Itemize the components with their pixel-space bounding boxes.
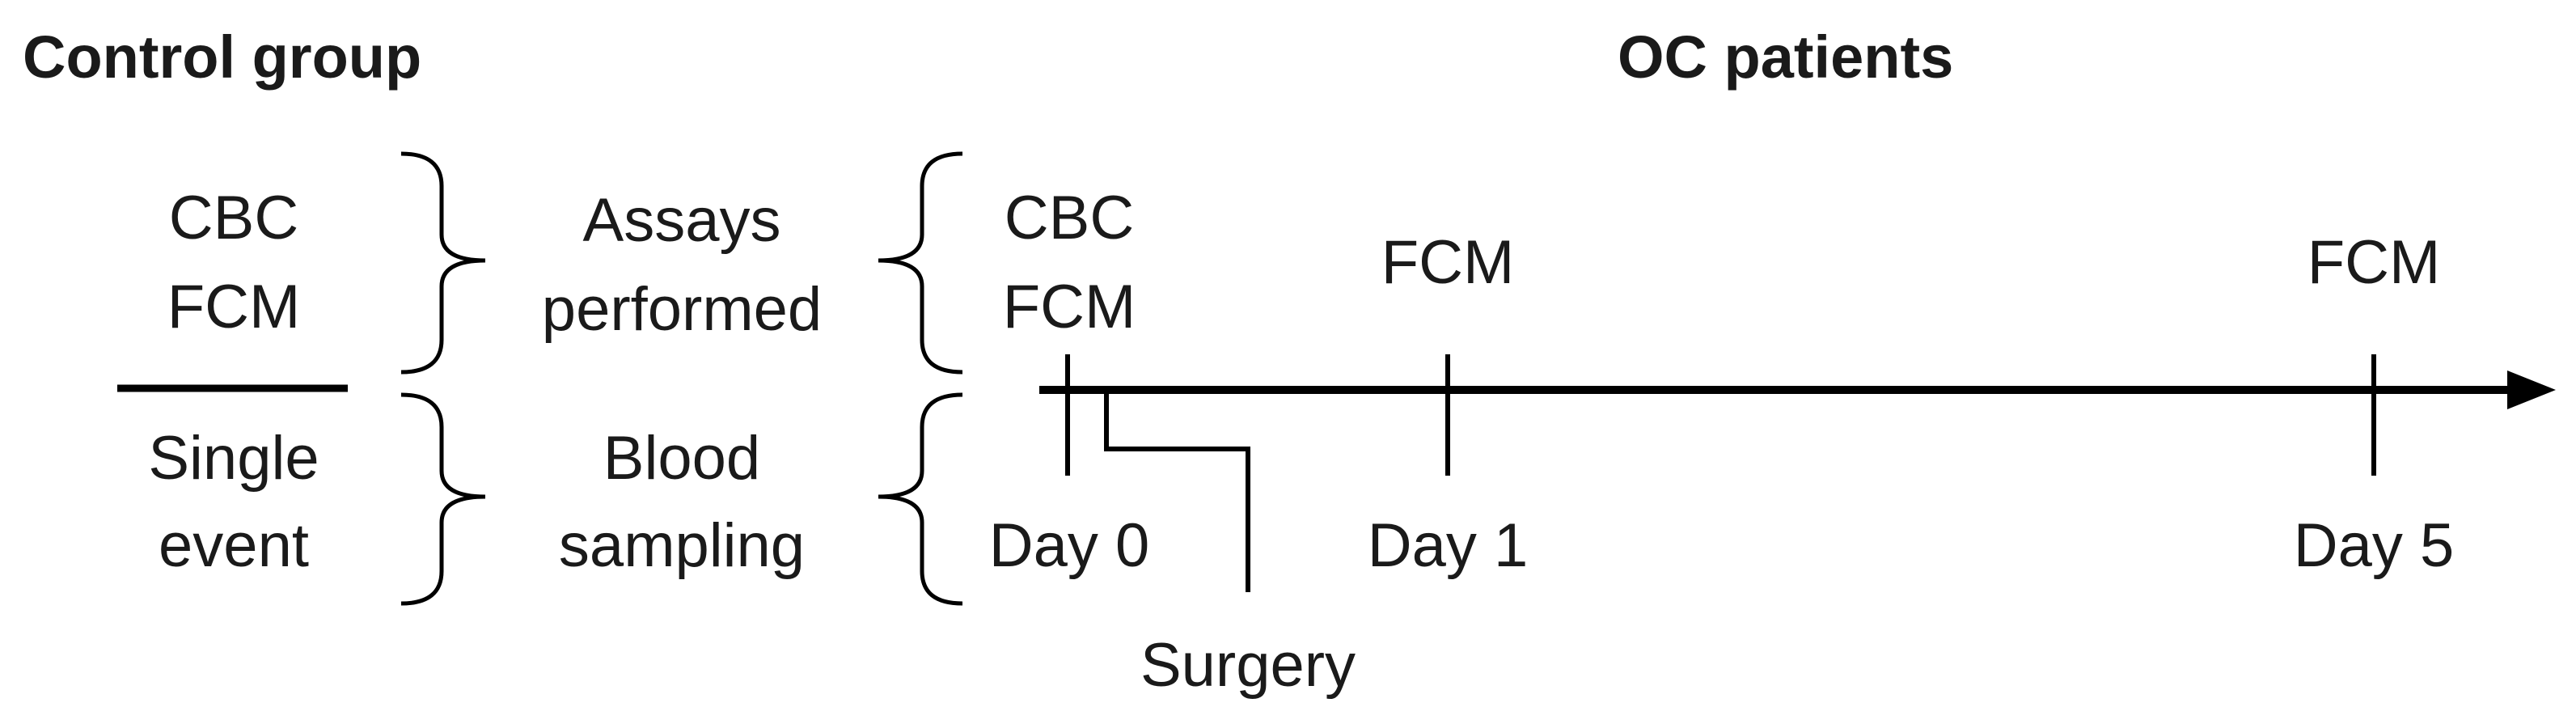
- sampling-label-line2: sampling: [559, 511, 805, 580]
- surgery-label: Surgery: [1140, 631, 1356, 700]
- assays-label-line1: Assays: [583, 186, 781, 255]
- control-sampling-single: Single: [148, 424, 319, 493]
- control-assay-cbc: CBC: [169, 184, 298, 252]
- control-assay-fcm: FCM: [167, 273, 301, 341]
- day0-label: Day 0: [989, 511, 1150, 580]
- timeline-arrowhead: [2507, 370, 2556, 409]
- control-sampling-brace: [400, 392, 486, 606]
- day5-label: Day 5: [2294, 511, 2455, 580]
- control-sampling-event: event: [159, 511, 309, 580]
- control-group-heading: Control group: [23, 23, 421, 91]
- day0-assay-cbc: CBC: [1005, 184, 1134, 252]
- oc-sampling-brace: [878, 392, 963, 606]
- oc-patients-heading: OC patients: [1618, 23, 1953, 91]
- day1-label: Day 1: [1368, 511, 1529, 580]
- sampling-label-line1: Blood: [603, 424, 760, 493]
- day5-assay-fcm: FCM: [2307, 228, 2441, 297]
- assays-label-line2: performed: [542, 275, 822, 344]
- day1-assay-fcm: FCM: [1381, 228, 1515, 297]
- control-assays-brace: [400, 151, 486, 375]
- oc-assays-brace: [878, 151, 963, 375]
- surgery-marker-line: [1104, 390, 1250, 592]
- day0-assay-fcm: FCM: [1003, 273, 1136, 341]
